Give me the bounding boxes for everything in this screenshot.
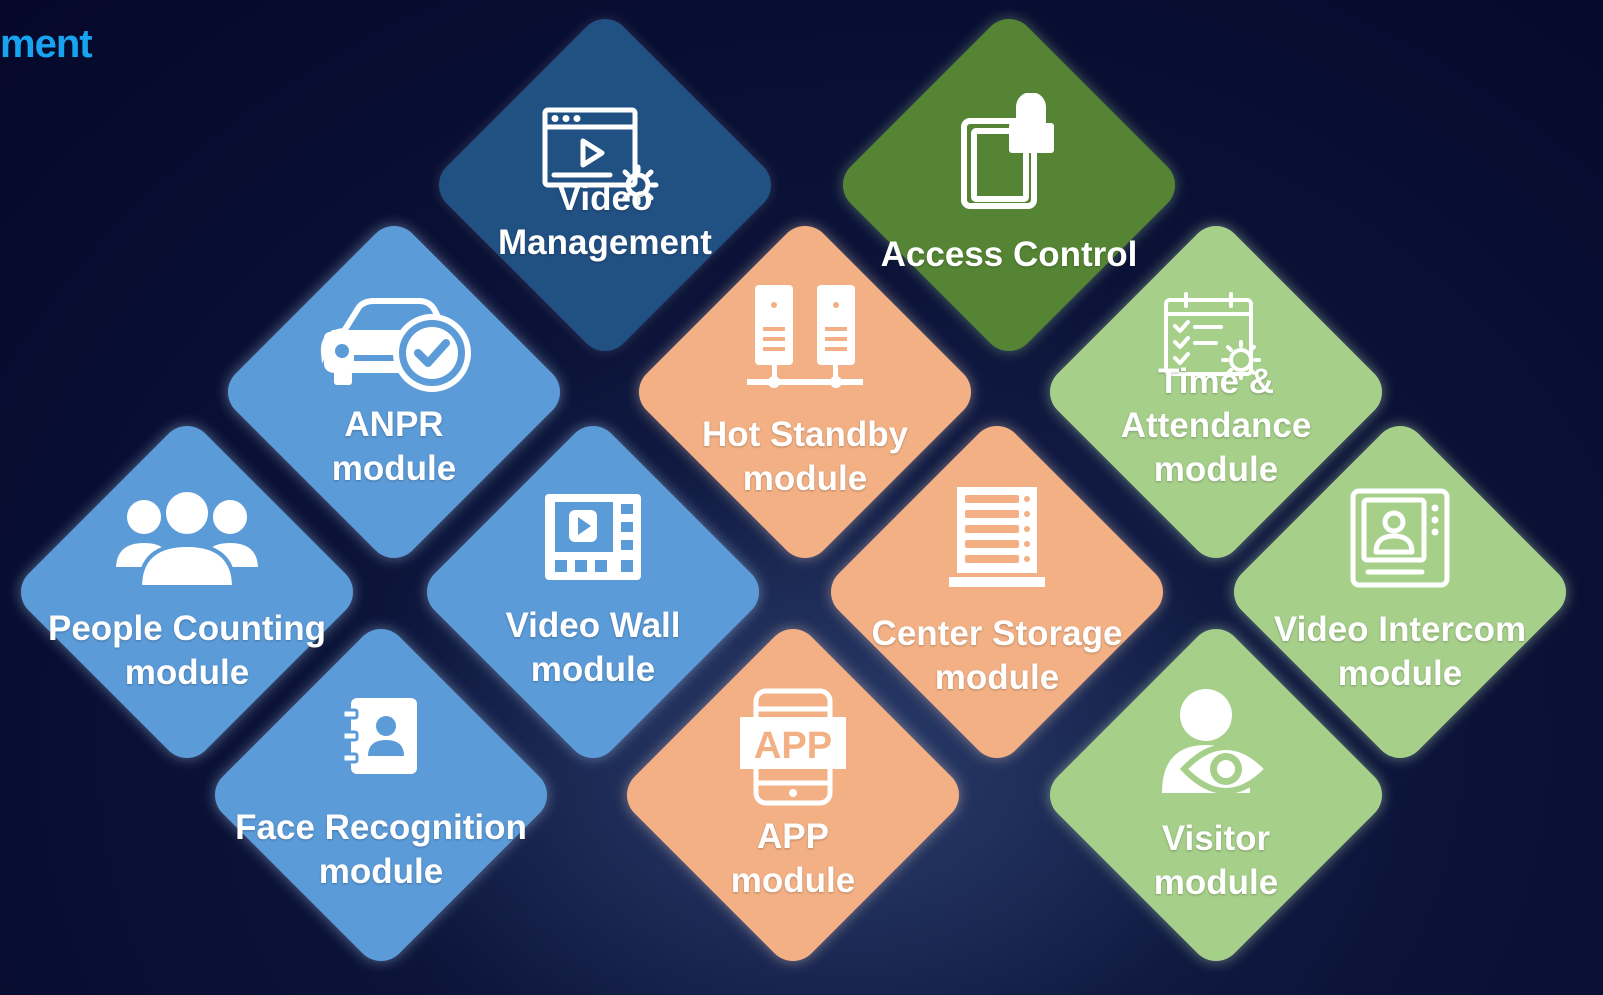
- module-center-storage: Center Storage module: [817, 412, 1177, 772]
- module-label: People Counting module: [47, 609, 327, 692]
- module-label: Visitor module: [1153, 819, 1279, 902]
- module-anpr: ANPR module: [214, 212, 574, 572]
- module-label: Video Management: [498, 179, 712, 262]
- server-pair-icon: [747, 285, 863, 388]
- svg-text:APP: APP: [754, 725, 832, 767]
- storage-rack-icon: [949, 486, 1045, 587]
- door-lock-icon: [961, 93, 1054, 209]
- module-video-intercom: Video Intercom module: [1220, 412, 1580, 772]
- module-video-management: Video Management: [425, 5, 785, 365]
- module-label: Video Intercom module: [1273, 610, 1527, 693]
- intercom-icon: [1350, 488, 1450, 588]
- module-face-recognition: Face Recognition module: [201, 615, 561, 975]
- film-play-icon: [545, 494, 641, 580]
- module-label: Hot Standby module: [701, 415, 909, 498]
- people-group-icon: [112, 489, 262, 589]
- module-label: Access Control: [880, 235, 1138, 274]
- app-tablet-icon: APP: [740, 688, 846, 806]
- module-label: Video Wall module: [505, 606, 681, 689]
- module-label: Time & Attendance module: [1120, 362, 1312, 489]
- car-check-icon: [320, 298, 471, 392]
- module-video-wall: Video Wall module: [413, 412, 773, 772]
- module-visitor: Visitor module: [1036, 615, 1396, 975]
- calendar-checklist-gear-icon: [1164, 292, 1261, 380]
- module-time-attendance: Time & Attendance module: [1036, 212, 1396, 572]
- page-title-fragment: ment: [0, 22, 93, 66]
- visitor-eye-icon: [1162, 689, 1273, 794]
- module-label: Face Recognition module: [235, 808, 527, 891]
- module-label: APP module: [730, 817, 856, 900]
- module-label: Center Storage module: [871, 613, 1123, 697]
- module-label: ANPR module: [331, 405, 457, 488]
- module-hot-standby: Hot Standby module: [625, 212, 985, 572]
- module-app: APP APP module: [613, 615, 973, 975]
- contact-book-icon: [341, 698, 417, 774]
- video-settings-icon: [542, 107, 659, 205]
- module-people-counting: People Counting module: [7, 412, 367, 772]
- module-access-control: Access Control: [829, 5, 1189, 365]
